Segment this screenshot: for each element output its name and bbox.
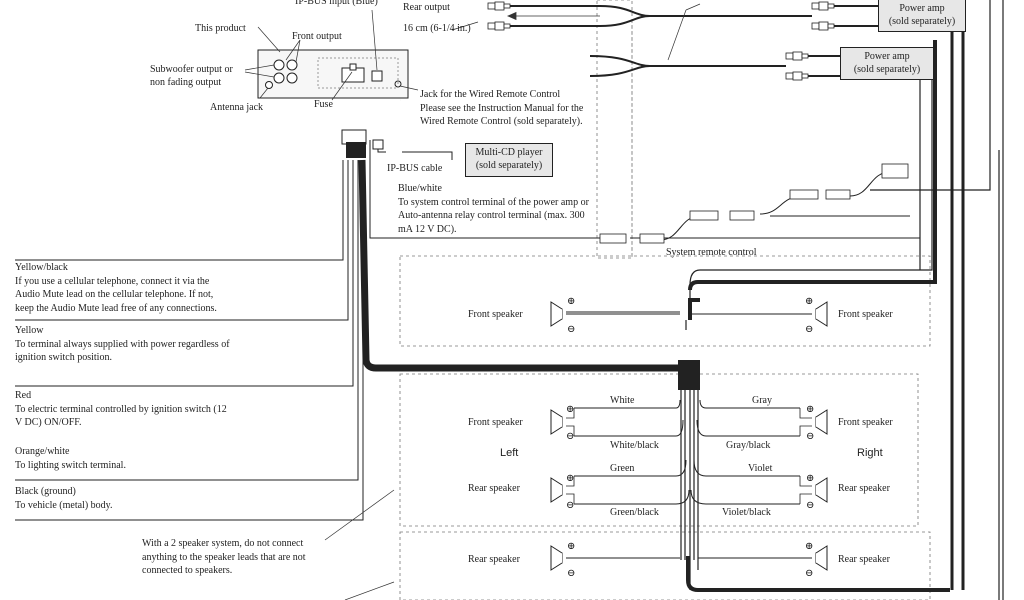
minus-sign: ⊖ [806, 431, 815, 442]
label-rear-speaker-bottom-left: Rear speaker [468, 554, 520, 565]
two-speaker-note: With a 2 speaker system, do not connect … [142, 538, 306, 576]
multi-cd-player: Multi-CD player(sold separately) [465, 143, 553, 177]
plus-sign: ⊕ [567, 296, 576, 307]
label-antenna-jack: Antenna jack [210, 102, 264, 113]
label-rear-speaker-left: Rear speaker [468, 483, 520, 494]
label-wire-gray-black: Gray/black [726, 440, 771, 451]
lead-red: Red To electric terminal controlled by i… [15, 390, 227, 428]
plus-sign: ⊕ [566, 473, 575, 484]
label-wire-gray: Gray [752, 395, 772, 406]
label-front-output: Front output [292, 31, 342, 42]
label-front-speaker-right: Front speaker [838, 417, 893, 428]
label-right-side: Right [857, 447, 883, 459]
label-front-speaker-top-right: Front speaker [838, 309, 893, 320]
plus-sign: ⊕ [805, 541, 814, 552]
label-fuse: Fuse [314, 99, 333, 110]
label-subwoofer-output: Subwoofer output or [150, 64, 233, 75]
lead-orange-white: Orange/white To lighting switch terminal… [15, 446, 126, 471]
label-rear-speaker-right: Rear speaker [838, 483, 890, 494]
power-amp-1: Power amp(sold separately) [878, 0, 966, 32]
minus-sign: ⊖ [806, 500, 815, 511]
minus-sign: ⊖ [567, 568, 576, 579]
minus-sign: ⊖ [566, 500, 575, 511]
remote-jack-note: Jack for the Wired Remote Control Please… [420, 89, 584, 127]
label-wire-violet-black: Violet/black [722, 507, 771, 518]
label-wire-violet: Violet [748, 463, 773, 474]
minus-sign: ⊖ [566, 431, 575, 442]
label-front-speaker-top-left: Front speaker [468, 309, 523, 320]
lead-black-ground: Black (ground) To vehicle (metal) body. [15, 486, 113, 511]
plus-sign: ⊕ [806, 404, 815, 415]
head-unit [257, 49, 409, 99]
minus-sign: ⊖ [805, 568, 814, 579]
label-rear-output: Rear output [403, 2, 450, 13]
lead-yellow: Yellow To terminal always supplied with … [15, 325, 230, 363]
plus-sign: ⊕ [566, 404, 575, 415]
label-rear-output-length: 16 cm (6-1/4 in.) [403, 23, 471, 34]
label-wire-green-black: Green/black [610, 507, 659, 518]
label-ipbus-cable: IP-BUS cable [387, 163, 443, 174]
label-wire-white-black: White/black [610, 440, 659, 451]
plus-sign: ⊕ [805, 296, 814, 307]
label-left-side: Left [500, 447, 519, 459]
label-wire-white: White [610, 395, 635, 406]
label-this-product: This product [195, 23, 246, 34]
label-ipbus-input: IP-BUS input (Blue) [295, 0, 378, 7]
power-amp-2: Power amp(sold separately) [840, 47, 934, 80]
label-front-speaker-left: Front speaker [468, 417, 523, 428]
plus-sign: ⊕ [567, 541, 576, 552]
label-system-remote-control: System remote control [666, 247, 757, 258]
minus-sign: ⊖ [567, 324, 576, 335]
label-wire-green: Green [610, 463, 635, 474]
lead-yellow-black: Yellow/black If you use a cellular telep… [15, 262, 217, 314]
blue-white-note: Blue/white To system control terminal of… [398, 183, 589, 235]
label-rear-speaker-bottom-right: Rear speaker [838, 554, 890, 565]
label-non-fading-output: non fading output [150, 77, 222, 88]
plus-sign: ⊕ [806, 473, 815, 484]
minus-sign: ⊖ [805, 324, 814, 335]
